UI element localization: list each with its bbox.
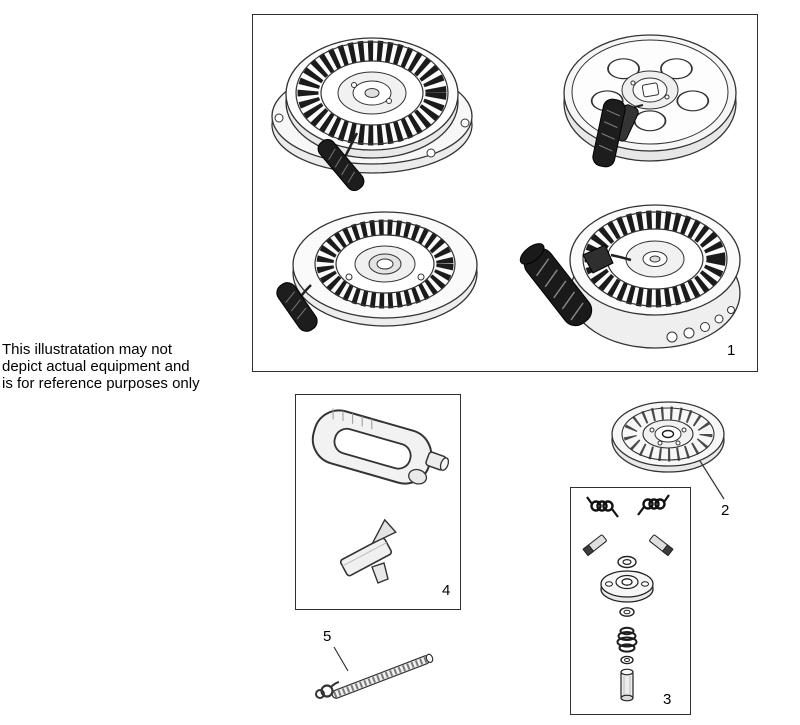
handle-connector [582, 244, 614, 274]
disclaimer-note: This illustratation may not depict actua… [2, 341, 254, 392]
hardware-kit-box [570, 487, 691, 715]
vent-slots [297, 40, 447, 146]
starter-rope-illustration [315, 646, 434, 699]
washer-small [619, 607, 635, 617]
rope-anchor [425, 451, 450, 471]
housing-hole [714, 314, 724, 324]
handle-kit-illustration [311, 408, 450, 584]
starter-rope [331, 653, 434, 699]
recoil-starter-assembly-illustration [271, 34, 741, 349]
vent-slots [316, 219, 454, 309]
starter-handle-large [519, 243, 593, 327]
assembly-views-box [252, 14, 758, 372]
housing-hole [683, 327, 695, 339]
part-number-2: 2 [721, 502, 730, 519]
pawl-left [582, 534, 607, 557]
starter-view-bottom-right [519, 204, 741, 349]
torsion-spring-right [637, 494, 670, 516]
housing-hole [700, 322, 710, 332]
starter-rope-segment [343, 132, 359, 158]
starter-retainer [600, 570, 654, 603]
center-pin [620, 668, 634, 702]
starter-handle [592, 98, 626, 168]
starter-rope-segment [610, 253, 632, 262]
torsion-spring-left [586, 496, 619, 518]
housing-hole [727, 306, 735, 314]
starter-handle [317, 139, 365, 191]
starter-view-top-left [271, 37, 473, 191]
disclaimer-line-1: This illustratation may not [2, 341, 173, 358]
part-number-1: 1 [727, 342, 736, 359]
part-number-4: 4 [442, 582, 451, 599]
brake-spring [616, 626, 638, 653]
pawl-right [649, 534, 674, 557]
insert-leg [371, 562, 389, 584]
part-number-3: 3 [663, 691, 672, 708]
starter-pulley-illustration [611, 401, 725, 500]
housing-hole [666, 331, 678, 343]
starter-view-top-right [563, 34, 737, 168]
disclaimer-line-2: depict actual equipment and [2, 358, 190, 375]
part-number-5: 5 [323, 628, 332, 645]
handle-kit-box [295, 394, 461, 610]
starter-view-bottom-left [276, 211, 478, 332]
handle-insert [339, 518, 397, 577]
pulley-ribs [623, 406, 713, 462]
disclaimer-line-3: is for reference purposes only [2, 375, 200, 392]
starter-handle [276, 282, 318, 332]
starter-handle-grip [311, 408, 433, 485]
part-5-pointer-line [333, 646, 349, 672]
washer-tiny [620, 655, 634, 665]
part-2-pointer-line [699, 460, 725, 500]
hardware-kit-illustration [582, 494, 674, 702]
washer [617, 555, 637, 569]
rope-knot [315, 681, 340, 699]
